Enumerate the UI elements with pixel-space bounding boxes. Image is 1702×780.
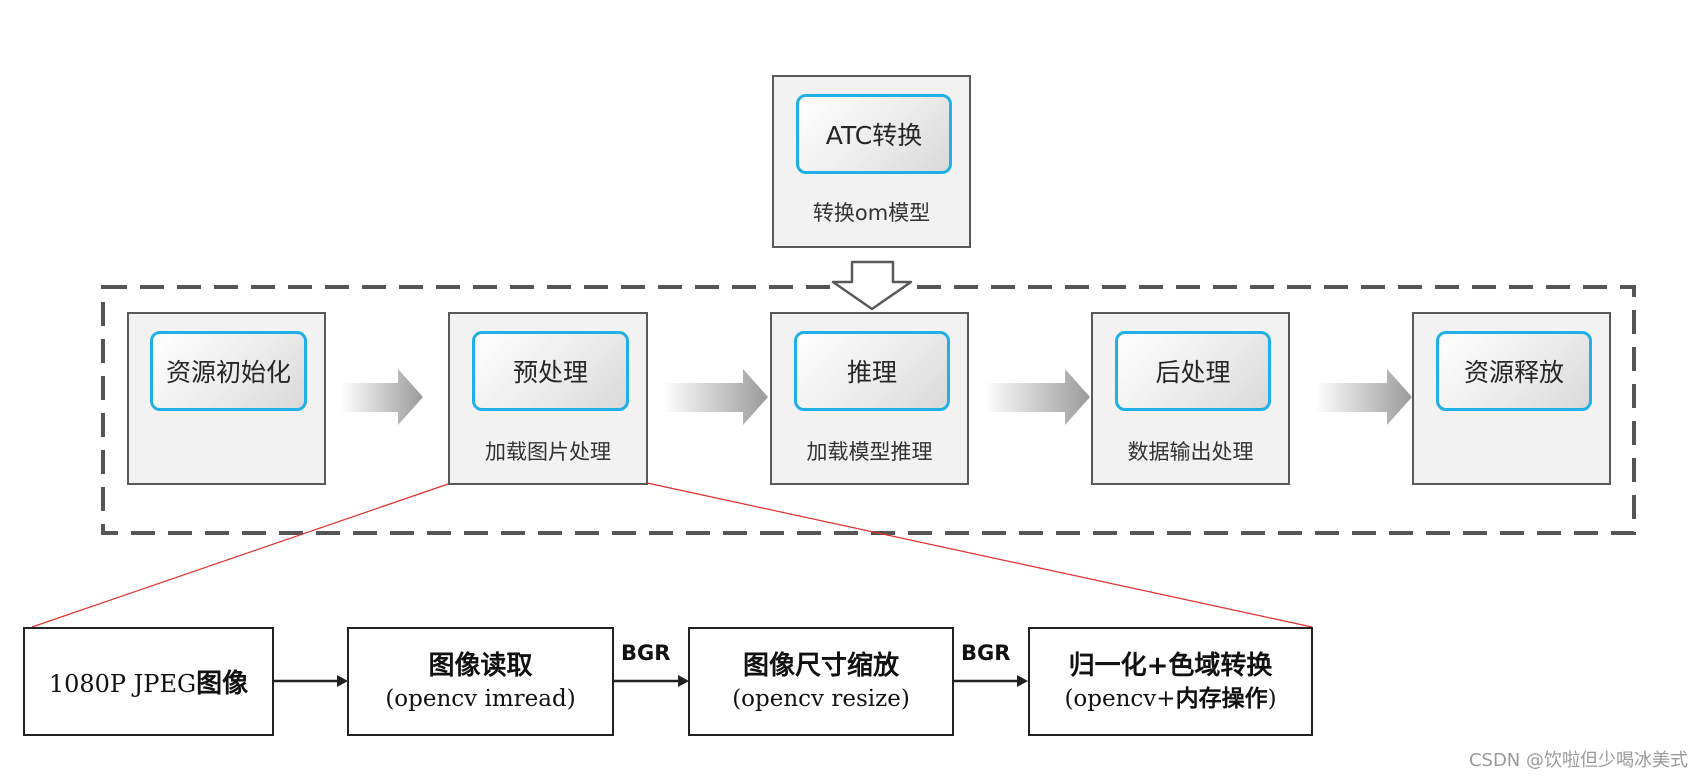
image-read-code: (opencv imread) bbox=[385, 685, 576, 712]
watermark: CSDN @饮啦但少喝冰美式 bbox=[1468, 750, 1688, 771]
stage-postprocess: 后处理 数据输出处理 bbox=[1091, 312, 1290, 485]
stage-subtitle: 加载图片处理 bbox=[485, 440, 611, 464]
bgr-label-1: BGR bbox=[621, 641, 671, 665]
stage-title: 资源释放 bbox=[1436, 331, 1592, 411]
flow-arrow-2 bbox=[663, 369, 768, 425]
image-resize-code: (opencv resize) bbox=[732, 685, 910, 712]
zoom-line-right bbox=[646, 482, 1313, 628]
stage-title: 资源初始化 bbox=[150, 331, 307, 411]
flow-arrow-1 bbox=[341, 369, 423, 425]
normalize-box: 归一化+色域转换 (opencv+内存操作) bbox=[1028, 627, 1313, 736]
bgr-label-2: BGR bbox=[961, 641, 1011, 665]
flow-arrow-4 bbox=[1315, 369, 1412, 425]
image-read-title: 图像读取 bbox=[428, 650, 533, 681]
normalize-code: (opencv+内存操作) bbox=[1064, 685, 1277, 712]
stage-resource-init: 资源初始化 bbox=[127, 312, 326, 485]
flow-connector-3 bbox=[953, 675, 1028, 687]
atc-subtitle: 转换om模型 bbox=[812, 201, 931, 225]
image-resize-title: 图像尺寸缩放 bbox=[742, 650, 899, 681]
flow-connector-1 bbox=[273, 675, 348, 687]
down-hollow-arrow bbox=[831, 260, 913, 311]
stage-subtitle: 数据输出处理 bbox=[1127, 440, 1254, 464]
atc-title: ATC转换 bbox=[796, 94, 952, 174]
stage-title: 推理 bbox=[794, 331, 950, 411]
stage-resource-release: 资源释放 bbox=[1412, 312, 1611, 485]
stage-title: 后处理 bbox=[1115, 331, 1271, 411]
input-image-box: 1080P JPEG图像 bbox=[23, 627, 274, 736]
stage-title: 预处理 bbox=[472, 331, 629, 411]
atc-box: ATC转换 转换om模型 bbox=[772, 75, 971, 248]
image-read-box: 图像读取 (opencv imread) bbox=[347, 627, 614, 736]
stage-subtitle: 加载模型推理 bbox=[806, 440, 933, 464]
flow-connector-2 bbox=[613, 675, 689, 687]
normalize-title: 归一化+色域转换 bbox=[1068, 650, 1273, 681]
flow-arrow-3 bbox=[984, 369, 1090, 425]
zoom-line-left bbox=[31, 482, 452, 628]
image-resize-box: 图像尺寸缩放 (opencv resize) bbox=[688, 627, 954, 736]
input-image-label: 1080P JPEG图像 bbox=[48, 669, 249, 699]
stage-inference: 推理 加载模型推理 bbox=[770, 312, 969, 485]
stage-preprocess: 预处理 加载图片处理 bbox=[448, 312, 648, 485]
